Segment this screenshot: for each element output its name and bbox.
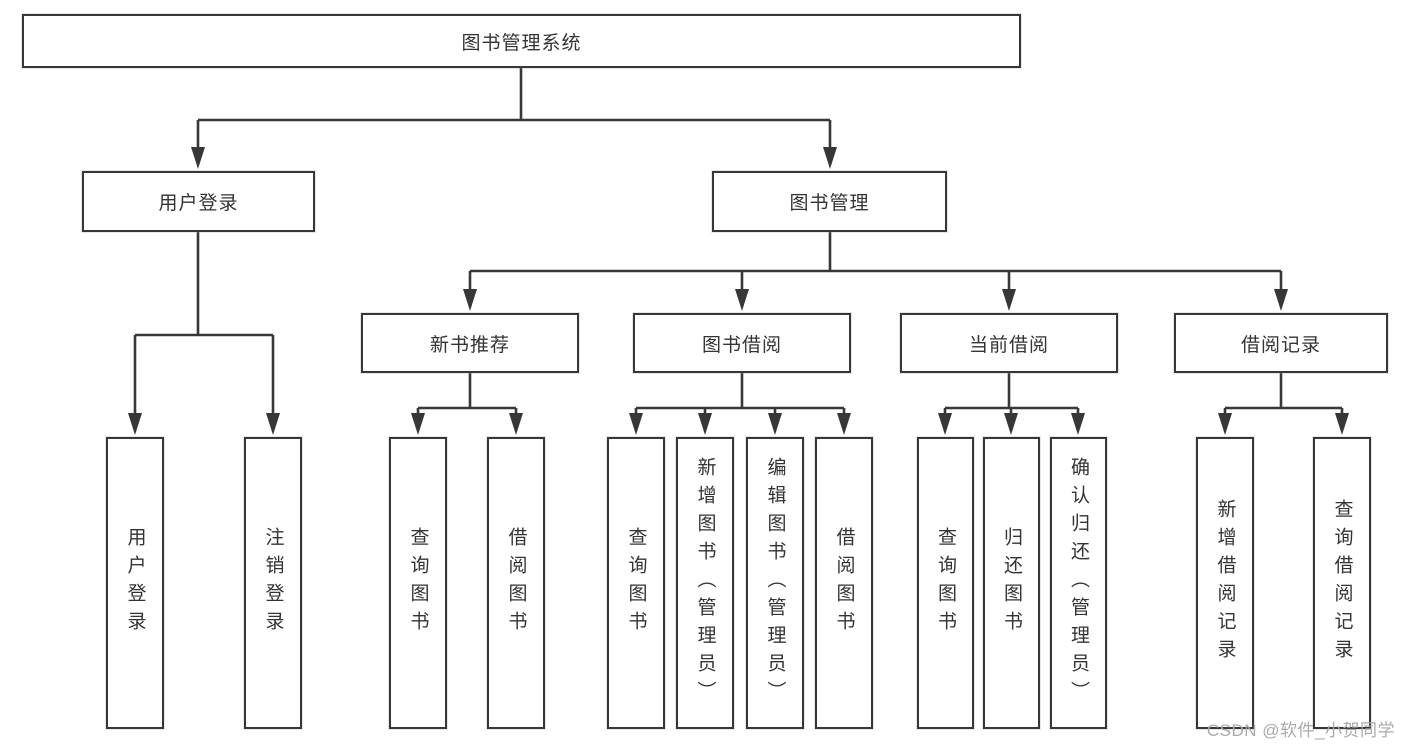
- node-user-login: 用户登录: [82, 171, 315, 232]
- leaf-new-borrow-books-label: 借阅图书: [505, 527, 527, 639]
- leaf-records-query-record-label: 查询借阅记录: [1331, 499, 1353, 667]
- csdn-watermark: CSDN @软件_小贺同学: [1206, 721, 1395, 740]
- node-current-borrow: 当前借阅: [900, 313, 1118, 373]
- leaf-new-query-books: 查询图书: [389, 437, 447, 729]
- leaf-user-login: 用户登录: [106, 437, 164, 729]
- leaf-current-query-books: 查询图书: [917, 437, 974, 729]
- leaf-new-borrow-books: 借阅图书: [487, 437, 545, 729]
- node-root-system: 图书管理系统: [22, 14, 1021, 68]
- leaf-borrow-borrow-books: 借阅图书: [815, 437, 873, 729]
- leaf-new-query-books-label: 查询图书: [407, 527, 429, 639]
- leaf-user-login-label: 用户登录: [124, 527, 146, 639]
- leaf-borrow-edit-books-admin: 编辑图书（管理员）: [746, 437, 804, 729]
- leaf-borrow-query-books: 查询图书: [607, 437, 665, 729]
- node-borrow-records: 借阅记录: [1174, 313, 1388, 373]
- node-book-management: 图书管理: [712, 171, 947, 232]
- leaf-records-add-record-label: 新增借阅记录: [1214, 499, 1236, 667]
- leaf-borrow-add-books-admin: 新增图书（管理员）: [676, 437, 734, 729]
- leaf-borrow-borrow-books-label: 借阅图书: [833, 527, 855, 639]
- leaf-current-return-books-label: 归还图书: [1001, 527, 1022, 639]
- leaf-current-query-books-label: 查询图书: [935, 527, 956, 639]
- leaf-borrow-add-books-admin-label: 新增图书（管理员）: [694, 457, 716, 709]
- leaf-borrow-query-books-label: 查询图书: [625, 527, 647, 639]
- node-book-borrow: 图书借阅: [633, 313, 851, 373]
- leaf-current-return-books: 归还图书: [983, 437, 1040, 729]
- node-new-books: 新书推荐: [361, 313, 579, 373]
- leaf-current-confirm-return-admin: 确认归还（管理员）: [1050, 437, 1107, 729]
- leaf-records-add-record: 新增借阅记录: [1196, 437, 1254, 729]
- leaf-logout-login: 注销登录: [244, 437, 302, 729]
- leaf-current-confirm-return-admin-label: 确认归还（管理员）: [1068, 457, 1089, 709]
- leaf-logout-login-label: 注销登录: [262, 527, 284, 639]
- leaf-records-query-record: 查询借阅记录: [1313, 437, 1371, 729]
- leaf-borrow-edit-books-admin-label: 编辑图书（管理员）: [764, 457, 786, 709]
